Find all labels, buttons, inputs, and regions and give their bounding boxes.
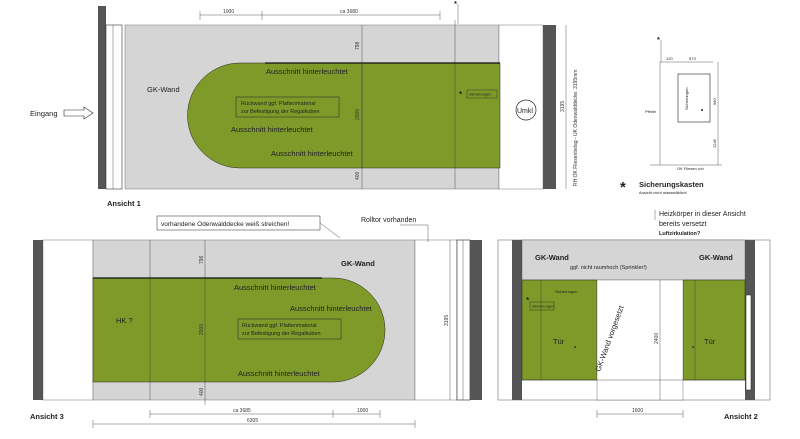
detail-pillar: Pfeiler bbox=[645, 109, 657, 114]
v2-green-right bbox=[682, 279, 746, 381]
detail-floor: OK Fliesen roh bbox=[677, 166, 704, 171]
v1-cutout-bottom: Ausschnitt hinterleuchtet bbox=[271, 149, 354, 158]
v3-dim-v2: 2000 bbox=[199, 324, 205, 335]
v3-dim-bottom-2: 1000 bbox=[357, 408, 368, 414]
v1-backwall-1: Rückwand ggf. Plattenmaterial bbox=[241, 101, 316, 107]
v2-fuse-label: Sicherungen bbox=[532, 304, 554, 309]
v1-dim-v1: 798 bbox=[355, 41, 361, 50]
detail-dim-4: 1245 bbox=[712, 138, 717, 148]
v1-cutout-mid: Ausschnitt hinterleuchtet bbox=[231, 125, 314, 134]
v3-backwall-2: zur Befestigung der Regalkuben bbox=[242, 331, 321, 337]
detail-fuse-box: * 120 573 Sicherungen 980 1245 Pfeiler O… bbox=[620, 35, 722, 196]
v1-dim-note: RH OK Fliesenbelag - UK Odenwalddecke: 3… bbox=[573, 70, 579, 186]
v1-circle-label: Umkl bbox=[517, 108, 533, 115]
v3-note-door: Rolltor vorhanden bbox=[361, 217, 416, 224]
v1-cutout-top: Ausschnitt hinterleuchtet bbox=[266, 67, 349, 76]
v2-fuse-star-icon: * bbox=[526, 296, 530, 305]
legend-title: Sicherungskasten bbox=[639, 180, 704, 189]
v2-wall-left: GK-Wand bbox=[535, 253, 569, 262]
v3-dim-total: 3195 bbox=[444, 315, 450, 326]
detail-star-icon: * bbox=[657, 35, 660, 44]
v1-dim-v3: 400 bbox=[355, 171, 361, 180]
v2-door-left: Tür bbox=[553, 337, 565, 346]
v3-dim-v1: 796 bbox=[199, 255, 205, 264]
v2-radiator bbox=[745, 294, 752, 391]
v3-left-pillar bbox=[33, 240, 43, 400]
v1-dim-top-2: ca 3680 bbox=[340, 9, 358, 15]
v1-fuse-label: Sicherungen bbox=[469, 92, 491, 97]
detail-fuses: Sicherungen bbox=[684, 88, 689, 110]
v2-wall-right: GK-Wand bbox=[699, 253, 733, 262]
v1-entrance-arrow-icon bbox=[63, 106, 94, 120]
v1-left-pillar bbox=[98, 6, 106, 189]
detail-dim-1: 120 bbox=[666, 56, 673, 61]
view-2: GK-Wand GK-Wand ggf. nicht raumhoch (Spr… bbox=[497, 210, 771, 421]
v2-title: Ansicht 2 bbox=[724, 412, 758, 421]
v3-green-cutout bbox=[92, 277, 386, 383]
v3-dim-bottom-total: 6305 bbox=[247, 418, 258, 424]
v3-wall-label: GK-Wand bbox=[341, 259, 375, 268]
view-3: 796 2000 400 3195 vorhandene Odenwalddec… bbox=[30, 215, 482, 428]
v2-dim-height: 2400 bbox=[654, 333, 660, 344]
v1-backwall-2: zur Befestigung der Regalkuben bbox=[241, 109, 320, 115]
v1-fuse-star-icon: * bbox=[459, 90, 463, 99]
legend-sub: Ansicht nicht massstäblich! bbox=[639, 190, 687, 195]
v3-cutout-mid: Ausschnitt hinterleuchtet bbox=[290, 304, 373, 313]
v2-dim-width: 1600 bbox=[632, 408, 643, 414]
v2-ceiling-note: ggf. nicht raumhoch (Sprinkler!) bbox=[570, 265, 647, 271]
v3-title: Ansicht 3 bbox=[30, 412, 64, 421]
detail-fuse-rect bbox=[677, 73, 711, 123]
v3-dim-v3: 400 bbox=[199, 387, 205, 396]
v2-green-left bbox=[521, 279, 598, 381]
detail-dim-3: 980 bbox=[712, 98, 717, 105]
v2-note-3: Luftzirkulation? bbox=[659, 231, 701, 237]
v3-right-pillar bbox=[470, 240, 482, 400]
v1-dim-v2: 2000 bbox=[355, 109, 361, 120]
v2-door-right: Tür bbox=[704, 337, 716, 346]
detail-dim-2: 573 bbox=[689, 56, 696, 61]
v1-wall-label: GK-Wand bbox=[147, 85, 180, 94]
v1-circle bbox=[515, 99, 537, 121]
v1-star-icon: * bbox=[454, 0, 457, 8]
view-1: 1000 ca 3680 * 798 2000 400 3195 RH OK F… bbox=[30, 0, 579, 208]
v1-dim-total: 3195 bbox=[560, 101, 566, 112]
v1-entrance-frame bbox=[105, 24, 123, 190]
v3-cutout-top: Ausschnitt hinterleuchtet bbox=[234, 283, 317, 292]
v2-note-2: bereits versetzt bbox=[659, 221, 707, 228]
v3-dim-bottom-1: ca 3685 bbox=[233, 408, 251, 414]
v1-right-pillar bbox=[543, 25, 556, 189]
v3-cutout-bottom: Ausschnitt hinterleuchtet bbox=[238, 369, 321, 378]
v2-note-1: Heizkörper in dieser Ansicht bbox=[659, 211, 746, 218]
v2-fuse-small: Sicherungen bbox=[555, 289, 577, 294]
v3-backwall-1: Rückwand ggf. Plattenmaterial bbox=[242, 323, 317, 329]
v3-hk: HK ? bbox=[116, 316, 133, 325]
v1-entrance-label: Eingang bbox=[30, 109, 58, 118]
v3-door-frame bbox=[456, 239, 471, 401]
v3-note-ceiling: vorhandene Odenwalddecke weiß streichen! bbox=[161, 221, 289, 228]
v1-title: Ansicht 1 bbox=[107, 199, 141, 208]
legend-star-icon: * bbox=[620, 179, 626, 196]
v1-dim-top-1: 1000 bbox=[223, 9, 234, 15]
v1-green-cutout bbox=[187, 62, 501, 169]
